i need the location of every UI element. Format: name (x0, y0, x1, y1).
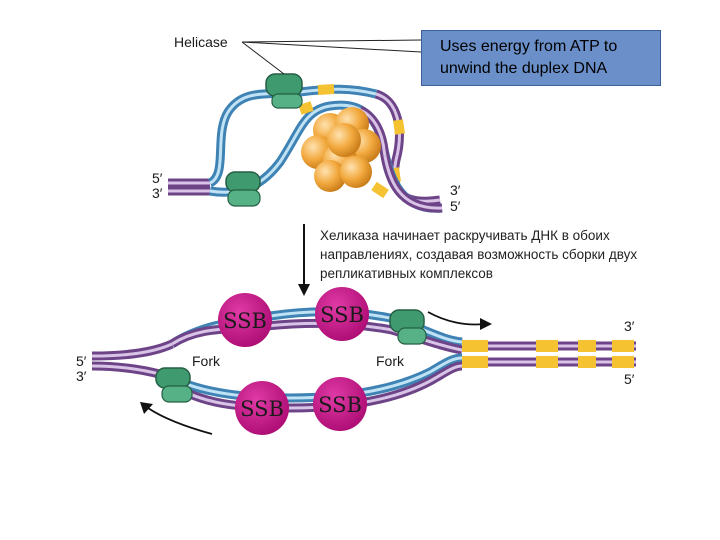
top-left-5-label: 5′ (152, 170, 163, 186)
bottom-panel: SSB SSB SSB SSB Fork Fork 5′ 3′ 3′ 5′ (76, 287, 636, 435)
ssb-lower-right: SSB (313, 377, 367, 431)
fork-left-label: Fork (192, 353, 221, 369)
bottom-right-duplex (462, 340, 636, 368)
direction-arrow-right (427, 311, 492, 330)
bottom-right-3-label: 3′ (624, 318, 635, 334)
ssb-lower-left: SSB (235, 381, 289, 435)
top-front-strand (209, 100, 443, 213)
ssb-label: SSB (318, 393, 362, 417)
transition-arrow (298, 224, 310, 296)
helicase-protein-top (265, 73, 303, 109)
top-left-3-label: 3′ (152, 185, 163, 201)
ssb-label: SSB (240, 397, 284, 421)
bottom-left-5-label: 5′ (76, 353, 87, 369)
bottom-right-5-label: 5′ (624, 371, 635, 387)
russian-description: Хеликаза начинает раскручивать ДНК в обо… (320, 228, 638, 281)
atp-ball-cluster (301, 107, 381, 192)
fork-right-label: Fork (376, 353, 405, 369)
top-right-3-label: 3′ (450, 182, 461, 198)
helicase-protein-bottom (225, 171, 261, 207)
callout-pointer (241, 39, 422, 75)
callout-box: Uses energy from ATP to unwind the duple… (421, 30, 661, 86)
helicase-left-fork (155, 367, 193, 403)
top-left-duplex (168, 178, 210, 196)
ssb-upper-right: SSB (315, 287, 369, 341)
top-right-5-label: 5′ (450, 198, 461, 214)
helicase-label: Helicase (174, 34, 228, 50)
callout-line-2: unwind the duplex DNA (440, 60, 608, 77)
ssb-upper-left: SSB (218, 293, 272, 347)
top-panel: Helicase 5′ 3′ 3′ 5′ (152, 34, 461, 214)
helicase-right-fork (389, 309, 427, 345)
ssb-label: SSB (223, 309, 267, 333)
direction-arrow-left (140, 402, 213, 435)
callout-line-1: Uses energy from ATP to (440, 38, 618, 55)
bottom-left-3-label: 3′ (76, 368, 87, 384)
ssb-label: SSB (320, 303, 364, 327)
